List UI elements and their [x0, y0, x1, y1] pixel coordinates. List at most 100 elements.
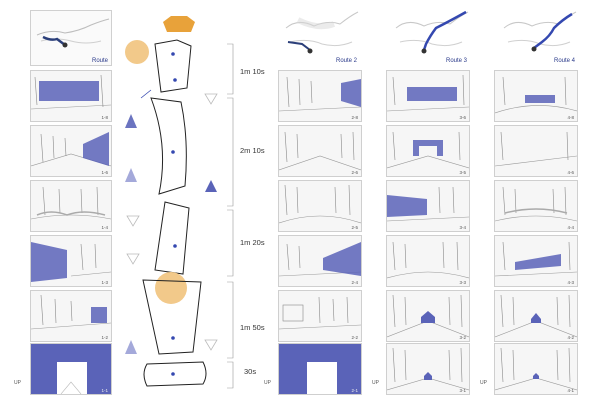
frame-4-4: 4-4	[494, 180, 578, 232]
frame-1-8-label: 1-8	[101, 115, 108, 120]
destination-marker	[163, 16, 195, 32]
up-label-1: UP	[14, 380, 21, 386]
frame-2-5-label: 2-5	[351, 225, 358, 230]
frame-3-4-sketch	[387, 186, 469, 222]
route-map-2-drawing	[285, 11, 359, 54]
route-segment-1	[154, 39, 192, 93]
frame-3-2-label: 3-2	[459, 335, 466, 340]
frame-4-4-sketch	[495, 186, 577, 222]
up-label-3: UP	[372, 380, 379, 386]
waypoint-circle-mid	[155, 272, 187, 304]
frame-1-1: 1-1	[30, 343, 112, 395]
frame-2-5-sketch	[279, 184, 361, 224]
route-map-4: Route 4	[496, 8, 578, 66]
frame-2-6: 2-6	[278, 125, 362, 177]
frame-3-1-label: 3-1	[459, 388, 466, 393]
frame-4-2: 4-2	[494, 290, 578, 342]
frame-4-8-sketch	[495, 76, 577, 114]
direction-triangle-3	[205, 180, 217, 192]
direction-triangle-2	[125, 168, 137, 182]
route-map-3-drawing	[395, 10, 469, 54]
frame-3-2-sketch	[387, 294, 469, 338]
frame-2-2-sketch	[279, 296, 361, 330]
frame-3-3-sketch	[387, 241, 469, 279]
frame-2-4-label: 2-4	[351, 280, 358, 285]
route-segment-3	[154, 201, 190, 275]
frame-3-6-label: 3-6	[459, 115, 466, 120]
frame-3-1-sketch	[387, 347, 469, 391]
frame-4-3-sketch	[495, 241, 577, 277]
up-label-2: UP	[264, 380, 271, 386]
frame-1-8-sketch	[31, 74, 111, 110]
frame-2-4: 2-4	[278, 235, 362, 287]
frame-2-1-sketch	[279, 344, 361, 394]
frame-3-3-label: 3-3	[459, 280, 466, 285]
direction-triangle-1	[125, 114, 137, 128]
frame-1-1-sketch	[31, 344, 111, 394]
frame-1-4-sketch	[31, 186, 111, 220]
route-map-4-drawing	[503, 11, 577, 52]
frame-1-4-label: 1-4	[101, 225, 108, 230]
frame-1-1-label: 1-1	[101, 388, 108, 393]
frame-1-3: 1-3	[30, 235, 112, 287]
route-4-label: Route 4	[554, 58, 576, 64]
route-map-2: Route 2	[278, 8, 360, 66]
direction-triangle-4	[125, 340, 137, 354]
route-segment-4	[142, 279, 202, 355]
timeline-diagram	[125, 16, 234, 389]
time-label-4: 1m 50s	[240, 323, 265, 332]
frame-3-5-sketch	[387, 131, 469, 169]
frame-1-6-sketch	[31, 132, 111, 167]
route-segment-5	[143, 361, 207, 387]
frame-3-1: 3-1	[386, 343, 470, 395]
route-map-1: Route	[30, 10, 112, 66]
frame-1-3-label: 1-3	[101, 280, 108, 285]
route-1-label: Route	[91, 58, 108, 64]
frame-1-6-label: 1-6	[101, 170, 108, 175]
frame-3-3: 3-3	[386, 235, 470, 287]
frame-4-6-label: 4-6	[567, 170, 574, 175]
frame-3-2: 3-2	[386, 290, 470, 342]
frame-4-6: 4-6	[494, 125, 578, 177]
frame-4-8-label: 4-8	[567, 115, 574, 120]
route-map-1-drawing	[36, 18, 110, 48]
route-3-label: Route 3	[446, 58, 468, 64]
frame-2-2: 2-2	[278, 290, 362, 342]
frame-2-8-sketch	[279, 76, 361, 112]
time-label-1: 1m 10s	[240, 67, 265, 76]
frame-2-8-label: 2-8	[351, 115, 358, 120]
frame-2-5: 2-5	[278, 180, 362, 232]
frame-1-6: 1-6	[30, 125, 112, 177]
route-map-3: Route 3	[388, 8, 470, 66]
time-label-2: 2m 10s	[240, 146, 265, 155]
frame-1-2-label: 1-2	[101, 335, 108, 340]
frame-3-4-label: 3-4	[459, 225, 466, 230]
waypoint-circle-top	[125, 40, 149, 64]
route-segment-2	[150, 97, 187, 195]
frame-4-8: 4-8	[494, 70, 578, 122]
frame-1-8: 1-8	[30, 70, 112, 122]
up-label-4: UP	[480, 380, 487, 386]
frame-4-4-label: 4-4	[567, 225, 574, 230]
time-label-5: 30s	[244, 367, 257, 376]
frame-4-1-sketch	[495, 347, 577, 391]
frame-2-1-label: 2-1	[351, 388, 358, 393]
frame-2-1: 2-1	[278, 343, 362, 395]
frame-2-4-sketch	[279, 242, 361, 277]
frame-1-3-sketch	[31, 242, 111, 282]
frame-3-5: 3-5	[386, 125, 470, 177]
time-label-3: 1m 20s	[240, 238, 265, 247]
frame-2-6-sketch	[279, 131, 361, 171]
frame-3-6-sketch	[387, 74, 469, 112]
frame-4-3-label: 4-3	[567, 280, 574, 285]
frame-1-2-sketch	[31, 294, 111, 330]
frame-3-4: 3-4	[386, 180, 470, 232]
frame-4-1-label: 4-1	[567, 388, 574, 393]
frame-4-1: 4-1	[494, 343, 578, 395]
frame-4-3: 4-3	[494, 235, 578, 287]
frame-1-2: 1-2	[30, 290, 112, 342]
frame-2-6-label: 2-6	[351, 170, 358, 175]
frame-1-4: 1-4	[30, 180, 112, 232]
frame-4-2-sketch	[495, 294, 577, 338]
route-2-label: Route 2	[336, 58, 358, 64]
